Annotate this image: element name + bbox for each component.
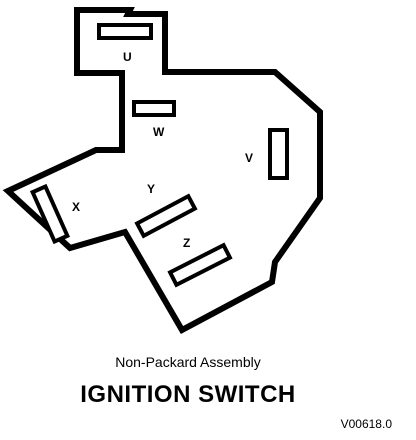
- terminal-label-v: V: [245, 151, 253, 165]
- terminal-slot-u: [97, 23, 153, 40]
- terminal-label-u: U: [123, 50, 132, 64]
- terminal-label-w: W: [153, 125, 165, 139]
- terminal-slot-x: [29, 183, 71, 245]
- switch-body-outline: [2, 7, 323, 335]
- terminal-slot-z: [167, 242, 233, 288]
- terminal-label-z: Z: [183, 236, 190, 250]
- terminal-label-x: X: [72, 200, 80, 214]
- terminal-label-y: Y: [147, 182, 155, 196]
- reference-code: V00618.0: [340, 417, 392, 431]
- diagram-title: IGNITION SWITCH: [80, 381, 296, 408]
- terminal-slot-w: [132, 100, 176, 117]
- diagram-subtitle: Non-Packard Assembly: [115, 354, 261, 370]
- terminal-slot-v: [268, 128, 289, 180]
- terminal-slot-y: [134, 193, 198, 239]
